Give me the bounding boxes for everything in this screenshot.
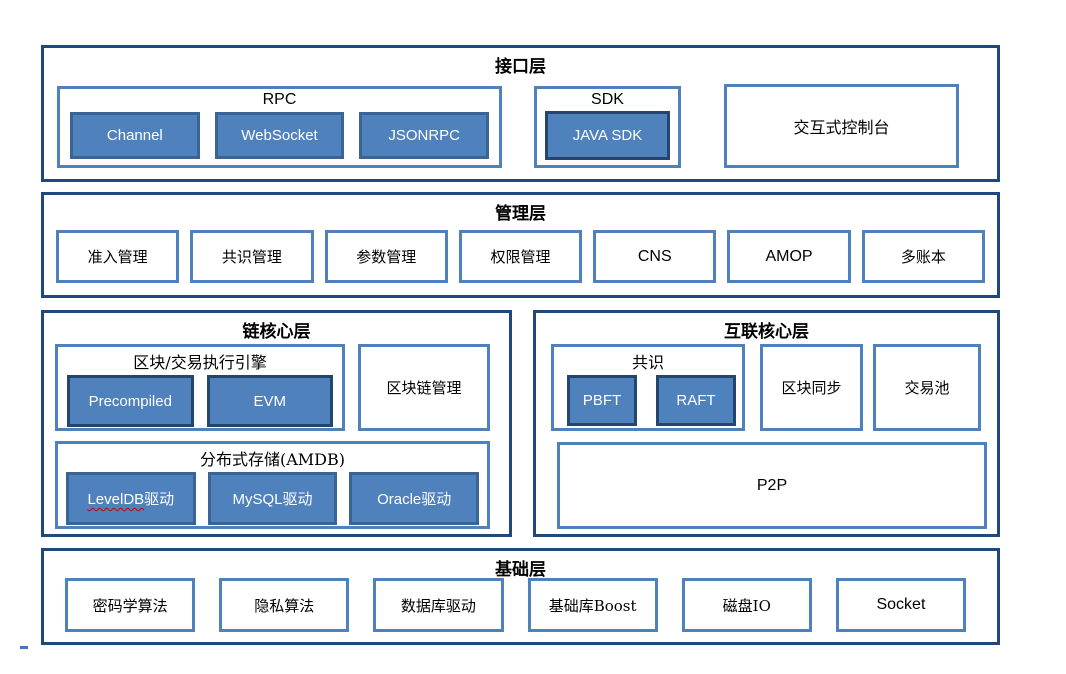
interactive-console-box: 交互式控制台 xyxy=(724,84,959,168)
execution-engine-group: 区块/交易执行引擎 Precompiled EVM xyxy=(55,344,345,431)
java-sdk-box: JAVA SDK xyxy=(545,111,670,160)
cns-box: CNS xyxy=(593,230,717,283)
permission-mgmt-box: 权限管理 xyxy=(458,230,583,283)
foundation-layer: 基础层 密码学算法 隐私算法 数据库驱动 基础库Boost 磁盘IO Socke… xyxy=(41,548,1000,645)
oracle-label: Oracle xyxy=(377,491,422,508)
leveldb-driver-suffix: 驱动 xyxy=(144,490,175,508)
channel-box: Channel xyxy=(70,112,200,159)
pbft-box: PBFT xyxy=(567,375,637,426)
chain-core-layer: 链核心层 区块/交易执行引擎 Precompiled EVM 区块链管理 分布式… xyxy=(41,310,512,537)
storage-button-row: LevelDB驱动 MySQL驱动 Oracle驱动 xyxy=(58,470,487,525)
management-layer: 管理层 准入管理 共识管理 参数管理 权限管理 CNS AMOP 多账本 xyxy=(41,192,1000,298)
parameter-mgmt-box: 参数管理 xyxy=(324,230,448,283)
consensus-mgmt-box: 共识管理 xyxy=(190,230,314,283)
leveldb-driver-box: LevelDB驱动 xyxy=(66,472,196,525)
websocket-box: WebSocket xyxy=(214,112,345,159)
disk-io-box: 磁盘IO xyxy=(681,578,812,632)
oracle-driver-box: Oracle驱动 xyxy=(349,472,480,525)
evm-box: EVM xyxy=(206,375,333,427)
network-core-layer: 互联核心层 共识 PBFT RAFT 区块同步 交易池 P2P xyxy=(533,310,1000,537)
distributed-storage-group: 分布式存储(AMDB) LevelDB驱动 MySQL驱动 Oracle驱动 xyxy=(55,441,490,529)
consensus-group: 共识 PBFT RAFT xyxy=(551,344,745,431)
mysql-driver-suffix: 驱动 xyxy=(282,490,313,508)
admission-mgmt-box: 准入管理 xyxy=(56,230,180,283)
stray-dash-mark xyxy=(20,646,28,649)
management-row: 准入管理 共识管理 参数管理 权限管理 CNS AMOP 多账本 xyxy=(56,230,985,283)
blockchain-mgmt-box: 区块链管理 xyxy=(358,344,490,431)
tx-pool-box: 交易池 xyxy=(873,344,981,431)
consensus-group-title: 共识 xyxy=(631,353,664,372)
distributed-storage-title: 分布式存储(AMDB) xyxy=(199,450,345,469)
mysql-label: MySQL xyxy=(232,491,283,508)
sdk-group-title: SDK xyxy=(591,91,624,108)
foundation-row: 密码学算法 隐私算法 数据库驱动 基础库Boost 磁盘IO Socket xyxy=(65,578,967,632)
socket-box: Socket xyxy=(835,578,967,632)
privacy-algorithm-box: 隐私算法 xyxy=(219,578,350,632)
rpc-group-title: RPC xyxy=(262,91,297,108)
p2p-box: P2P xyxy=(557,442,987,529)
rpc-button-row: Channel WebSocket JSONRPC xyxy=(60,109,499,159)
oracle-driver-suffix: 驱动 xyxy=(421,490,452,508)
cryptography-box: 密码学算法 xyxy=(65,578,196,632)
execution-engine-title: 区块/交易执行引擎 xyxy=(133,353,267,372)
block-sync-box: 区块同步 xyxy=(760,344,863,431)
interface-layer: 接口层 RPC Channel WebSocket JSONRPC SDK JA… xyxy=(41,45,1000,182)
multi-ledger-box: 多账本 xyxy=(861,230,985,283)
amop-box: AMOP xyxy=(727,230,851,283)
foundation-layer-title: 基础层 xyxy=(495,560,546,580)
precompiled-box: Precompiled xyxy=(67,375,194,427)
jsonrpc-box: JSONRPC xyxy=(359,112,490,159)
raft-box: RAFT xyxy=(656,375,736,426)
execution-button-row: Precompiled EVM xyxy=(58,373,342,427)
interface-layer-title: 接口层 xyxy=(495,57,546,77)
management-layer-title: 管理层 xyxy=(495,204,546,224)
database-driver-box: 数据库驱动 xyxy=(373,578,504,632)
leveldb-label: LevelDB xyxy=(87,491,145,508)
rpc-group: RPC Channel WebSocket JSONRPC xyxy=(57,86,502,168)
mysql-driver-box: MySQL驱动 xyxy=(207,472,338,525)
boost-library-box: 基础库Boost xyxy=(527,578,658,632)
network-core-layer-title: 互联核心层 xyxy=(724,322,809,342)
sdk-button-row: JAVA SDK xyxy=(537,109,678,160)
sdk-group: SDK JAVA SDK xyxy=(534,86,681,168)
consensus-button-row: PBFT RAFT xyxy=(554,373,742,426)
chain-core-layer-title: 链核心层 xyxy=(242,322,311,342)
